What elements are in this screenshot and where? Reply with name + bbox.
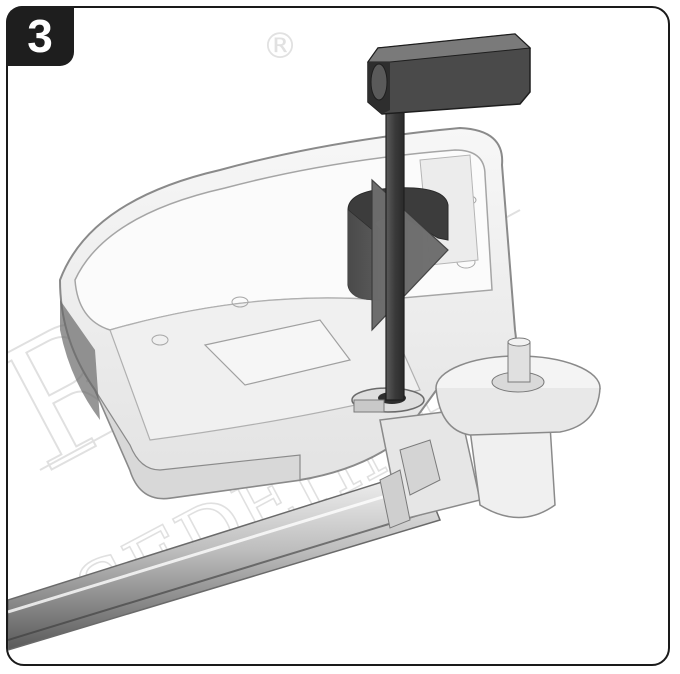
step-number-badge: 3: [6, 6, 74, 66]
watermark-registered-mark: ®: [262, 26, 298, 67]
gear-motor: [379, 337, 601, 529]
hex-key-wrench-icon: [367, 33, 532, 401]
